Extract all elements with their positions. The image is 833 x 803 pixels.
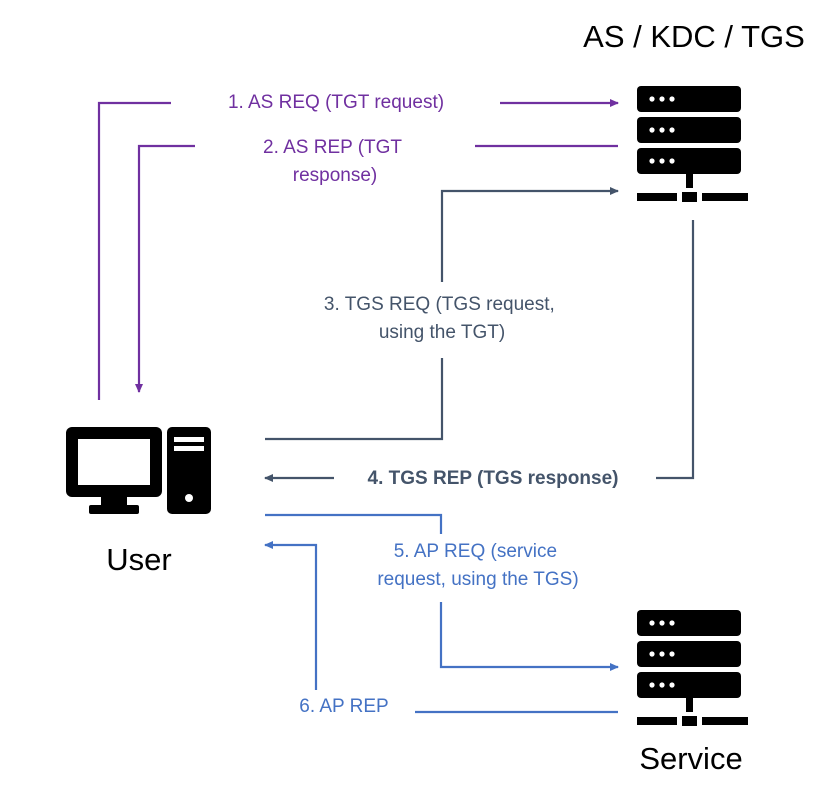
step-2-label: 2. AS REP (TGT response) [263, 137, 407, 186]
tgs-rep-arrow [264, 220, 695, 482]
user-computer-icon [66, 427, 211, 514]
service-server-icon [637, 610, 748, 726]
ap-rep-arrow [264, 541, 618, 714]
step-1-label: 1. AS REQ (TGT request) [228, 92, 444, 113]
step-4-label: 4. TGS REP (TGS response) [368, 468, 619, 489]
as-rep-arrow [135, 144, 618, 393]
tgs-req-arrow [265, 187, 619, 441]
step-3-label: 3. TGS REQ (TGS request, using the TGT) [324, 294, 560, 343]
user-label: User [106, 542, 171, 577]
step-5-label: 5. AP REQ (service request, using the TG… [377, 541, 578, 590]
kdc-server-icon [637, 86, 748, 202]
step-6-label: 6. AP REP [299, 696, 388, 717]
kdc-label: AS / KDC / TGS [583, 19, 805, 54]
service-label: Service [639, 741, 742, 776]
as-req-arrow [97, 99, 619, 400]
ap-req-arrow [265, 513, 619, 671]
